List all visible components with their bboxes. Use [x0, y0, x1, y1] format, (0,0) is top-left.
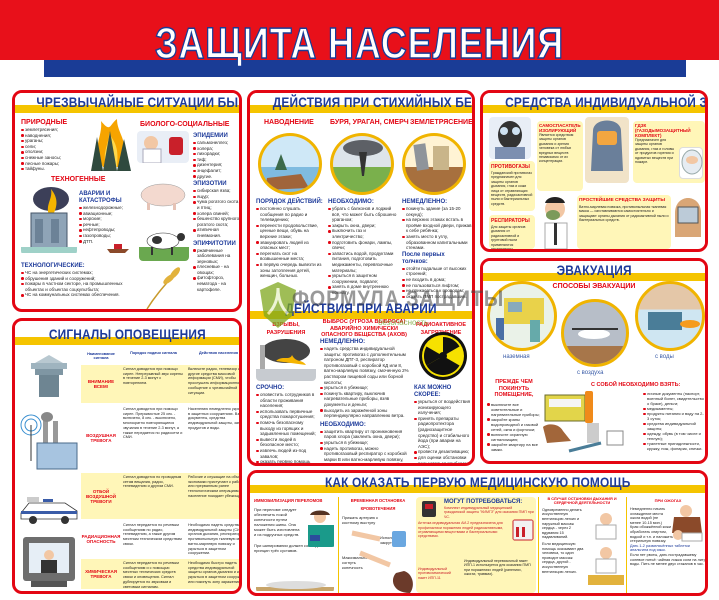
bio-social-heading: БИОЛОГО-СОЦИАЛЬНЫЕ: [140, 121, 230, 128]
television-illustration: [23, 537, 75, 587]
respirator-man-illustration: [539, 193, 573, 249]
divider: [338, 497, 339, 593]
ppe-title: СРЕДСТВА ИНДИВИДУАЛЬНОЙ ЗАЩИТЫ: [483, 93, 705, 113]
epidemics-heading: ЭПИДЕМИИ: [193, 133, 228, 139]
earthquake-actions-heading: НЕМЕДЛЕННО:: [402, 199, 448, 205]
cpr-section: В СЛУЧАЕ ОСТАНОВКИ ДЫХАНИЯ И СЕРДЕЧНОЙ Д…: [542, 497, 617, 574]
ppe-panel: СРЕДСТВА ИНДИВИДУАЛЬНОЙ ЗАЩИТЫ ПРОТИВОГА…: [480, 90, 708, 252]
storm-illustration: [330, 133, 394, 195]
splint-illustration: [256, 581, 334, 591]
asap-heading: КАК МОЖНО СКОРЕЕ:: [414, 385, 452, 398]
take-with-heading: С СОБОЙ НЕОБХОДИМО ВЗЯТЬ:: [591, 382, 681, 388]
first-aid-panel: КАК ОКАЗАТЬ ПЕРВУЮ МЕДИЦИНСКУЮ ПОМОЩЬ ИМ…: [247, 470, 708, 596]
first-aid-title: КАК ОКАЗАТЬ ПЕРВУЮ МЕДИЦИНСКУЮ ПОМОЩЬ: [250, 473, 705, 493]
ground-label: наземная: [503, 354, 530, 360]
emergencies-title: ЧРЕЗВЫЧАЙНЫЕ СИТУАЦИИ БЫВАЮТ:: [15, 93, 239, 113]
air-evacuation-illustration: [561, 299, 629, 367]
doctor-illustration: [137, 131, 189, 164]
emergencies-panel: ЧРЕЗВЫЧАЙНЫЕ СИТУАЦИИ БЫВАЮТ: ПРИРОДНЫЕ …: [12, 90, 242, 312]
kimgz-kit-icon: [422, 501, 436, 517]
chemical-heading: ВЫБРОС (УГРОЗА ВЫБРОСА) АВАРИЙНО ХИМИЧЕС…: [321, 319, 407, 338]
flood-heading: НАВОДНЕНИЕ: [264, 119, 314, 126]
forest-fire-illustration: [91, 119, 131, 171]
immediately-heading: НЕМЕДЛЕННО:: [320, 339, 366, 345]
after-shocks-heading: После первых толчков:: [402, 251, 445, 265]
epizootics-heading: ЭПИЗОТИИ: [193, 181, 227, 188]
header-blue-band: [44, 60, 686, 77]
cow-illustration: [139, 232, 189, 261]
simple-protection-box: ПРОСТЕЙШИЕ СРЕДСТВА ЗАЩИТЫ Ватно-марлева…: [577, 195, 671, 249]
divider: [538, 497, 539, 593]
ship-illustration: [107, 244, 129, 253]
earthquake-illustration: [402, 133, 466, 195]
ai2-kit-icon: [512, 519, 534, 541]
burns-section: ПРИ ОЖОГАХ Немедленно начать охлаждение …: [630, 498, 706, 567]
water-evacuation-illustration: [635, 281, 705, 351]
natural-heading: ПРИРОДНЫЕ: [21, 119, 68, 126]
natural-list: землетрясения;наводнения;ураганы;сели;оп…: [21, 127, 83, 172]
header-red-band: [0, 0, 719, 60]
evacuation-methods-title: СПОСОБЫ ЭВАКУАЦИИ: [552, 283, 636, 290]
self-rescuer-illustration: [585, 117, 629, 183]
evacuation-kit-illustration: [543, 391, 624, 453]
radiation-icon: [419, 332, 467, 380]
signals-table-header: Наименование сигнала Порядок подачи сигн…: [87, 351, 239, 360]
siren-illustration: [31, 355, 67, 397]
water-label: с воды: [655, 354, 674, 360]
urgent-heading: СРОЧНО:: [256, 385, 285, 391]
explosions-heading: ВЗРЫВЫ, РАЗРУШЕНИЯ: [266, 322, 306, 336]
storm-heading: БУРЯ, УРАГАН, СМЕРЧ: [330, 119, 409, 126]
disasters-panel: ДЕЙСТВИЯ ПРИ СТИХИЙНЫХ БЕДСТВИЯХ НАВОДНЕ…: [247, 90, 475, 466]
respirators-box: РЕСПИРАТОРЫ Для защиты органов дыхания о…: [489, 215, 535, 249]
epiphytotics-heading: ЭПИФИТОТИИ: [193, 240, 236, 247]
signals-panel: СИГНАЛЫ ОПОВЕЩЕНИЯ Наименование сигнала …: [12, 318, 242, 594]
oil-rig-illustration: [21, 187, 77, 253]
pig-illustration: [140, 183, 186, 210]
self-rescuer-box: САМОСПАСАТЕЛЬ ИЗОЛИРУЮЩИЙ Является средс…: [537, 121, 583, 191]
accidents-title: ДЕЙСТВИЯ ПРИ АВАРИИ: [250, 299, 472, 319]
flood-illustration: [258, 133, 322, 195]
ground-evacuation-illustration: [487, 281, 557, 351]
evacuation-panel: ЭВАКУАЦИЯ СПОСОБЫ ЭВАКУАЦИИ наземная с в…: [480, 258, 708, 464]
divider: [626, 497, 627, 593]
technogenic-heading: ТЕХНОГЕННЫЕ: [51, 176, 106, 183]
fractures-section: ИММОБИЛИЗАЦИЯ ПЕРЕЛОМОВ При переломе сле…: [254, 498, 329, 553]
accidents-catastrophes-heading: АВАРИИ И КАТАСТРОФЫ: [79, 191, 122, 204]
cpr-illustration: [588, 513, 624, 585]
air-label: с воздуха: [577, 370, 604, 376]
page-title: ЗАЩИТА НАСЕЛЕНИЯ: [154, 18, 564, 69]
gdzk-illustration: [679, 147, 703, 179]
storm-actions-heading: НЕОБХОДИМО:: [328, 199, 374, 205]
technological-heading: ТЕХНОЛОГИЧЕСКИЕ:: [21, 263, 85, 269]
table-row: ВНИМАНИЕ ВСЕМ!Сигнал доводится при помощ…: [81, 365, 239, 403]
gasmasks-box: ПРОТИВОГАЗЫ Гражданский противогаз предн…: [489, 161, 535, 211]
medic-illustration: [308, 510, 334, 547]
disasters-title: ДЕЙСТВИЯ ПРИ СТИХИЙНЫХ БЕДСТВИЯХ: [250, 93, 472, 113]
burns-illustration: [672, 505, 703, 542]
signals-title: СИГНАЛЫ ОПОВЕЩЕНИЯ: [15, 325, 239, 345]
evacuation-title: ЭВАКУАЦИЯ: [483, 261, 705, 281]
gasmask-illustration: [489, 117, 531, 159]
necessary-heading: НЕОБХОДИМО:: [320, 421, 366, 428]
factory-smoke-illustration: [256, 339, 316, 381]
police-car-illustration: [20, 497, 78, 524]
tourniquet-illustration: [351, 530, 413, 593]
earthquake-heading: ЗЕМЛЕТРЯСЕНИЕ: [410, 119, 473, 126]
radio-tower-factory-illustration: [20, 412, 78, 470]
simple-mask-illustration: [671, 193, 705, 247]
flood-actions-heading: ПОРЯДОК ДЕЙСТВИЙ:: [256, 199, 323, 205]
before-leaving-heading: ПРЕЖДЕ ЧЕМ ПОКИНУТЬ ПОМЕЩЕНИЕ,: [494, 379, 534, 398]
wheat-illustration: [146, 267, 181, 309]
